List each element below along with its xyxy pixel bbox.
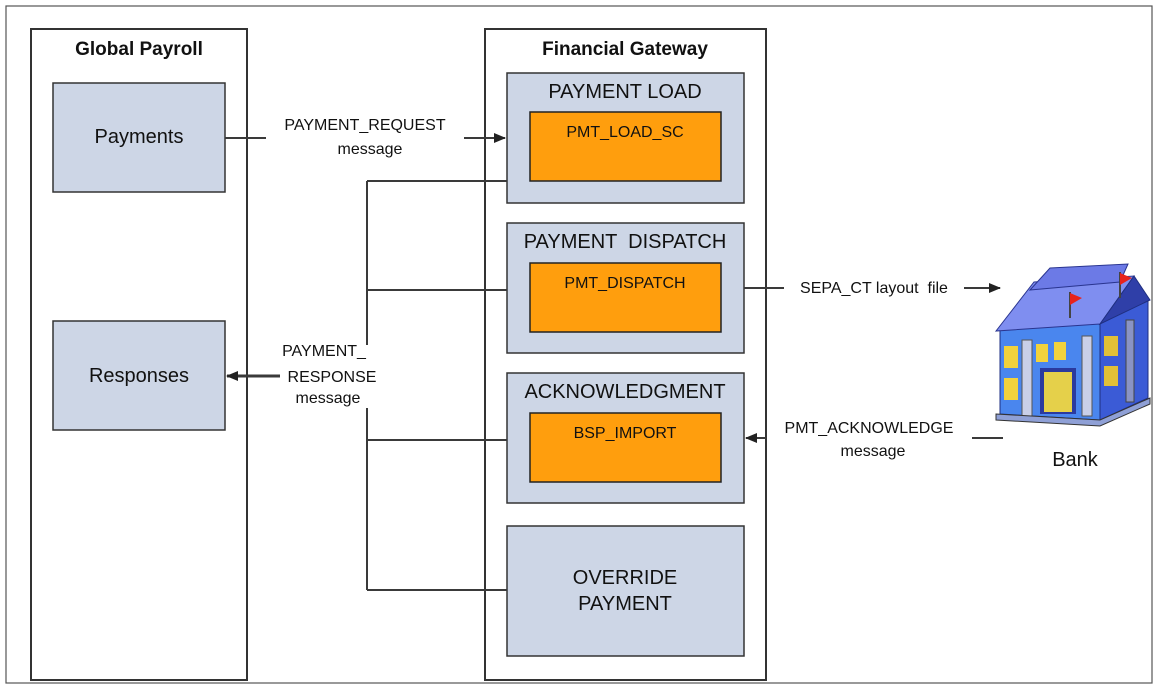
payment-dispatch-header: PAYMENT DISPATCH bbox=[524, 231, 727, 253]
global-payroll-title: Global Payroll bbox=[75, 39, 203, 60]
pmt-dispatch-label: PMT_DISPATCH bbox=[564, 275, 685, 292]
diagram-frame bbox=[5, 5, 1153, 684]
acknowledgment-box: ACKNOWLEDGMENT BSP_IMPORT bbox=[506, 372, 745, 504]
connectors bbox=[225, 133, 1003, 591]
global-payroll-panel: Global Payroll Payments Responses bbox=[30, 28, 248, 681]
payment-response-label-3: message bbox=[296, 390, 361, 407]
payments-label: Payments bbox=[95, 126, 184, 148]
responses-box: Responses bbox=[52, 320, 226, 431]
bsp-import-process bbox=[529, 412, 722, 483]
financial-gateway-title: Financial Gateway bbox=[542, 39, 708, 60]
pmt-acknowledge-label: PMT_ACKNOWLEDGE bbox=[785, 420, 954, 437]
pmt-load-sc-label: PMT_LOAD_SC bbox=[566, 124, 683, 141]
bank-label: Bank bbox=[1052, 449, 1099, 471]
pmt-load-sc-process bbox=[529, 111, 722, 182]
payment-request-sublabel: message bbox=[338, 141, 403, 158]
override-payment-box: OVERRIDE PAYMENT bbox=[506, 525, 745, 657]
payment-response-label-2: RESPONSE bbox=[288, 369, 377, 386]
financial-gateway-panel: Financial Gateway PAYMENT LOAD PMT_LOAD_… bbox=[484, 28, 767, 681]
override-payment-line2: PAYMENT bbox=[578, 593, 672, 615]
payments-box: Payments bbox=[52, 82, 226, 193]
pmt-dispatch-process bbox=[529, 262, 722, 333]
payment-dispatch-box: PAYMENT DISPATCH PMT_DISPATCH bbox=[506, 222, 745, 354]
override-payment-line1: OVERRIDE bbox=[573, 567, 677, 589]
pmt-acknowledge-sublabel: message bbox=[841, 443, 906, 460]
payment-request-label: PAYMENT_REQUEST bbox=[284, 117, 445, 134]
sepa-layout-label: SEPA_CT layout file bbox=[800, 280, 948, 297]
payment-response-label-1: PAYMENT_ bbox=[282, 343, 367, 360]
acknowledgment-header: ACKNOWLEDGMENT bbox=[524, 381, 725, 403]
payment-load-box: PAYMENT LOAD PMT_LOAD_SC bbox=[506, 72, 745, 204]
bank-building-icon bbox=[994, 263, 1151, 427]
responses-label: Responses bbox=[89, 365, 189, 387]
bsp-import-label: BSP_IMPORT bbox=[574, 425, 677, 442]
payment-load-header: PAYMENT LOAD bbox=[548, 81, 701, 103]
